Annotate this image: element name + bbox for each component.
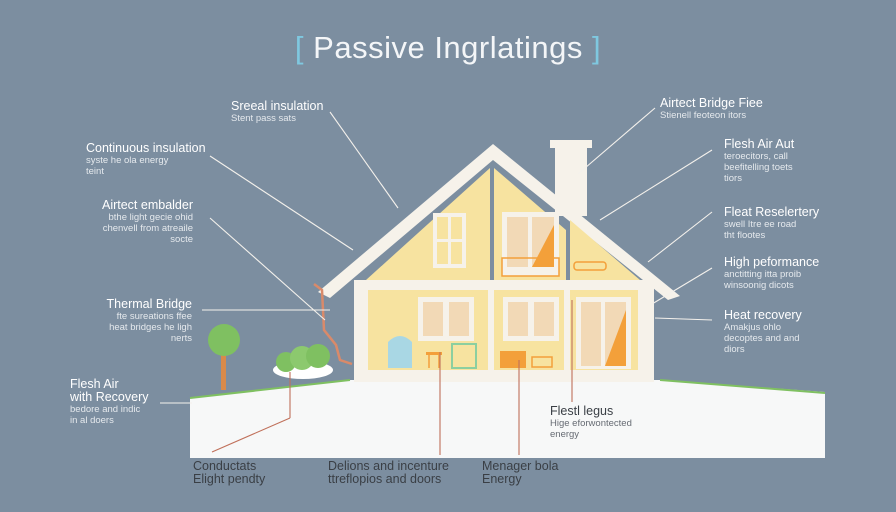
label-flestl-legus: Flestl legus Hige eforwontected energy <box>550 404 632 441</box>
stove-icon <box>500 351 526 368</box>
label-flesh-air-aut: Flesh Air Aut teroecitors, call beefitel… <box>724 137 795 185</box>
title-text: Passive Ingrlatings <box>313 30 583 65</box>
label-menager-bola: Menager bola Energy <box>482 459 559 486</box>
drainpipe <box>313 283 353 366</box>
ground-slab <box>190 380 825 458</box>
label-fleat-reselertery: Fleat Reselertery swell Itre ee road tht… <box>724 205 820 242</box>
label-heat-recovery: Heat recovery Amakjus ohlo decoptes and … <box>724 308 802 356</box>
label-high-peformance: High peformance anctitting itta proib wi… <box>724 255 820 292</box>
tree-trunk <box>221 350 226 390</box>
attic-left <box>366 168 490 280</box>
chair-icon-2 <box>451 343 477 369</box>
label-flesh-air-recovery: Flesh Air with Recovery bedore and indic… <box>70 377 149 427</box>
table-icon <box>426 352 442 355</box>
leader-lines-bottom <box>211 300 573 455</box>
armchair-icon <box>573 261 607 271</box>
tree-icon <box>208 324 240 356</box>
label-sreeal-insulation: Sreeal insulation Stent pass sats <box>231 99 324 125</box>
label-conductats: Conductats Elight pendty <box>193 459 266 486</box>
bench-icon <box>531 356 553 368</box>
label-airtect-embalder: Airtect embalder bthe light gecie ohid c… <box>101 198 193 246</box>
label-airtect-bridge: Airtect Bridge Fiee Stienell feoteon ito… <box>660 96 763 122</box>
label-continuous-insulation: Continuous insulation syste he ola energ… <box>86 141 206 178</box>
grass-line-right <box>659 379 826 394</box>
label-thermal-bridge: Thermal Bridge fte sureations ffee heat … <box>106 297 192 345</box>
grass-line-left <box>189 379 351 399</box>
chair-icon <box>388 336 412 368</box>
label-delions: Delions and incenture ttreflopios and do… <box>328 459 449 486</box>
page-title: [ Passive Ingrlatings ] <box>294 30 602 65</box>
attic-right <box>570 220 640 280</box>
leader-lines <box>160 107 713 404</box>
